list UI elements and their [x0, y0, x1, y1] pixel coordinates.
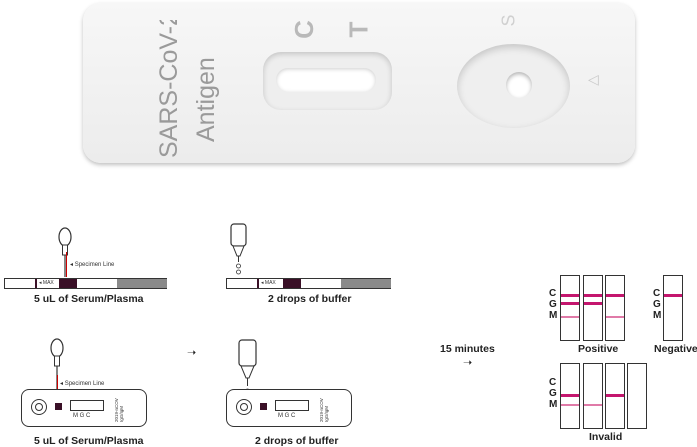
- strip-max-mark: [257, 279, 259, 288]
- photo-sample-hole: [506, 72, 532, 98]
- negative-label: Negative: [654, 343, 697, 355]
- cassette-sample-pad: [55, 403, 62, 410]
- photo-flow-arrow-icon: ◁: [588, 71, 599, 87]
- step1-strip-label: 5 uL of Serum/Plasma: [34, 293, 144, 305]
- result-card-invalid-2: [583, 363, 603, 429]
- photo-brand-line2: Antigen: [192, 57, 220, 142]
- invalid-label: Invalid: [589, 431, 623, 443]
- result-card-invalid-3: [605, 363, 625, 429]
- step3-cassette-label: 5 uL of Serum/Plasma: [34, 435, 144, 447]
- igg-line: [606, 394, 624, 397]
- result-card-positive-1: [560, 275, 580, 341]
- test-strip-buffer: ◂ MAX: [226, 278, 391, 289]
- photo-control-marker: C: [288, 20, 319, 39]
- test-cassette-sample: M G C 2019-nCOV IgG/IgM: [21, 389, 147, 427]
- cassette-sample-pad: [260, 403, 267, 410]
- photo-brand-text: SARS-CoV-2 Antigen: [155, 20, 220, 158]
- specimen-line-callout: ◂ Specimen Line: [60, 381, 105, 387]
- control-line: [606, 294, 624, 297]
- control-line: [561, 294, 579, 297]
- result-card-negative: [663, 275, 683, 341]
- strip-end: [5, 279, 31, 288]
- control-line: [584, 294, 602, 297]
- strip-sample-pad: [283, 279, 301, 288]
- cassette-side-text: 2019-nCOV IgG/IgM: [114, 398, 124, 422]
- arrow-left-icon: ◂: [60, 381, 65, 387]
- result-card-invalid-4: [627, 363, 647, 429]
- photo-test-marker: T: [343, 21, 374, 38]
- step4-cassette-label: 2 drops of buffer: [255, 435, 339, 447]
- igm-line: [561, 404, 579, 406]
- positive-label: Positive: [578, 343, 619, 355]
- cassette-side-text: 2019-nCOV IgG/IgM: [319, 398, 329, 422]
- strip-max-label: ◂ MAX: [261, 280, 276, 286]
- photo-result-window-strip: [276, 68, 376, 92]
- wait-time-label: 15 minutes: [440, 343, 495, 355]
- sample-hole: [240, 403, 248, 411]
- igm-line: [561, 316, 579, 318]
- control-line: [664, 294, 682, 297]
- igm-line: [584, 404, 602, 406]
- sample-hole: [35, 403, 43, 411]
- igg-line: [584, 302, 602, 305]
- specimen-pointer-line: [66, 252, 67, 277]
- specimen-line-callout: ◂ Specimen Line: [70, 262, 115, 268]
- cassette-letters: M G C: [278, 413, 296, 419]
- step-arrow-icon: ➝: [187, 347, 197, 359]
- wait-arrow-icon: ➝: [463, 357, 473, 369]
- result-card-positive-2: [583, 275, 603, 341]
- test-cassette-buffer: M G C 2019-nCOV IgG/IgM: [226, 389, 352, 427]
- photo-brand-line1: SARS-CoV-2: [155, 20, 183, 158]
- strip-max-label: ◂ MAX: [39, 280, 54, 286]
- igg-line: [561, 302, 579, 305]
- arrow-left-icon: ◂: [70, 262, 75, 268]
- strip-sample-pad: [59, 279, 77, 288]
- buffer-bottle-icon: [230, 223, 247, 275]
- strip-absorbent-pad: [117, 279, 167, 288]
- cassette-result-window: [70, 400, 104, 411]
- test-strip-sample: ◂ MAX: [4, 278, 167, 289]
- sample-well: [236, 399, 252, 415]
- step2-strip-label: 2 drops of buffer: [268, 293, 352, 305]
- igm-line: [606, 316, 624, 318]
- photo-sample-marker: S: [498, 14, 519, 27]
- result-card-positive-3: [605, 275, 625, 341]
- dropper-icon: [58, 227, 72, 277]
- strip-absorbent-pad: [341, 279, 391, 288]
- result-card-invalid-1: [560, 363, 580, 429]
- strip-max-mark: [35, 279, 37, 288]
- igg-line: [561, 394, 579, 397]
- sample-well: [31, 399, 47, 415]
- cassette-result-window: [275, 400, 309, 411]
- cassette-letters: M G C: [73, 413, 91, 419]
